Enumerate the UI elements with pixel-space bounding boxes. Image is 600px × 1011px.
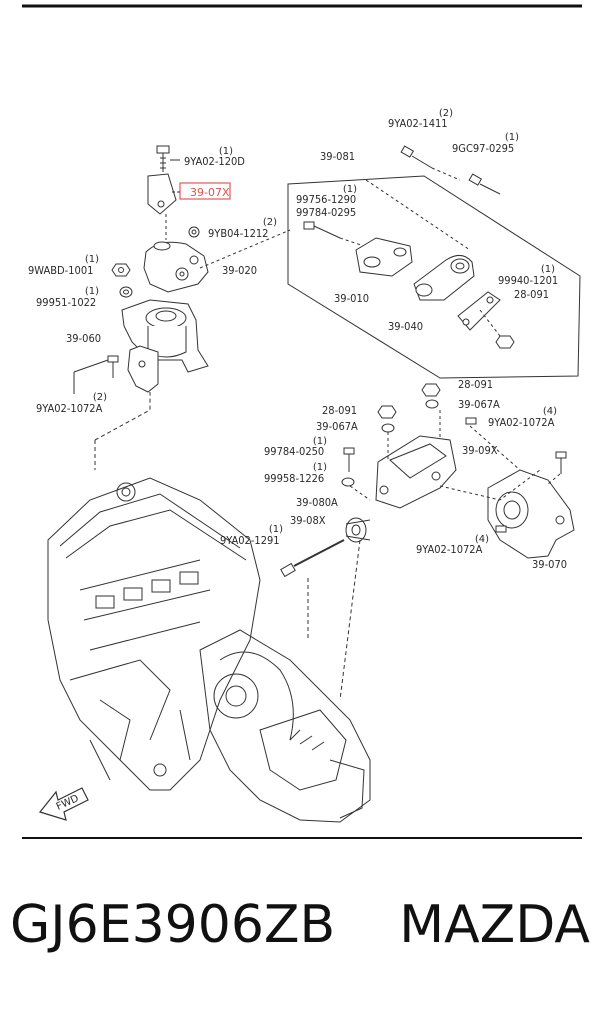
qty-label: (1)	[313, 436, 327, 447]
part-label: 9YB04-1212	[208, 227, 268, 240]
transmission-icon	[199, 629, 371, 823]
qty-label: (1)	[505, 132, 519, 143]
highlighted-part-label: 39-07X	[190, 186, 230, 199]
group-frame	[287, 175, 581, 379]
washer-icon	[119, 286, 133, 298]
qty-label: (2)	[93, 392, 107, 403]
part-label: 9YA02-1072A	[416, 543, 483, 556]
fwd-arrow-icon	[38, 787, 89, 821]
bolt-icon	[343, 447, 355, 472]
bolt-icon	[400, 145, 433, 169]
stopper-icon	[147, 173, 177, 215]
bolt-icon	[555, 451, 567, 474]
part-label: 39-010	[334, 292, 369, 305]
part-label: 9YA02-1072A	[36, 402, 103, 415]
qty-label: (4)	[475, 534, 489, 545]
parts-diagram: (1) 9YA02-120D 39-07X (2) 9YB04-1212 (1)…	[22, 4, 582, 839]
caption: GJ6E3906ZB MAZDA	[0, 895, 600, 975]
group-label: 39-081	[320, 150, 355, 163]
part-label: 39-040	[388, 320, 423, 333]
bolt-icon	[107, 355, 119, 378]
nut-icon	[111, 263, 131, 277]
engine-block-icon	[47, 477, 261, 791]
part-label: 9GC97-0295	[452, 142, 514, 155]
nut-icon	[377, 405, 397, 419]
part-label: 9WABD-1001	[28, 264, 93, 277]
part-label: 28-091	[514, 288, 549, 301]
part-label: 39-09X	[462, 444, 498, 457]
plate-icon	[457, 291, 501, 331]
trans-bracket-icon	[375, 435, 457, 509]
washer-icon	[381, 423, 395, 433]
qty-label: (4)	[543, 406, 557, 417]
qty-label: (1)	[269, 524, 283, 535]
mount-bracket-icon	[143, 241, 209, 293]
trans-mount-icon	[487, 469, 575, 559]
part-label: 9YA02-1072A	[488, 416, 555, 429]
engine-mount-icon	[121, 299, 209, 393]
washer-icon	[425, 399, 439, 409]
bolt-icon	[465, 417, 477, 425]
bolt-icon	[495, 525, 507, 533]
highlight-box	[179, 182, 231, 200]
part-label: 99951-1022	[36, 296, 96, 309]
qty-label: (1)	[219, 146, 233, 157]
bushing-icon	[345, 517, 371, 543]
part-label: 39-067A	[458, 398, 500, 411]
part-label: 39-080A	[296, 496, 338, 509]
part-label: 99940-1201	[498, 274, 558, 287]
nut-icon	[495, 335, 515, 349]
bolt-icon	[468, 173, 501, 195]
long-bolt-icon	[280, 539, 345, 578]
part-label: 39-060	[66, 332, 101, 345]
part-label: 39-070	[532, 558, 567, 571]
qty-label: (2)	[263, 217, 277, 228]
qty-label: (1)	[541, 264, 555, 275]
qty-label: (2)	[439, 108, 453, 119]
qty-label: (1)	[313, 462, 327, 473]
part-label: 39-08X	[290, 514, 326, 527]
part-label: 39-067A	[316, 420, 358, 433]
part-label: 9YA02-1411	[388, 117, 448, 130]
bolt-icon	[156, 145, 170, 172]
bracket-icon	[355, 237, 413, 277]
nut-icon	[421, 383, 441, 397]
bolt-icon	[303, 221, 341, 239]
part-label: 99784-0250	[264, 445, 324, 458]
qty-label: (1)	[343, 184, 357, 195]
part-label: 28-091	[458, 378, 493, 391]
qty-label: (1)	[85, 286, 99, 297]
part-label: 9YA02-1291	[220, 534, 280, 547]
part-number: GJ6E3906ZB	[10, 895, 336, 955]
washer-icon	[341, 477, 355, 487]
part-label: 28-091	[322, 404, 357, 417]
part-label: 99756-1290	[296, 193, 356, 206]
qty-label: (1)	[85, 254, 99, 265]
part-label: 99958-1226	[264, 472, 324, 485]
part-label: 39-020	[222, 264, 257, 277]
nut-icon	[188, 226, 200, 238]
part-label: 9YA02-120D	[184, 155, 245, 168]
torque-rod-icon	[413, 255, 475, 301]
part-label: 99784-0295	[296, 206, 356, 219]
brand-name: MAZDA	[399, 895, 590, 955]
